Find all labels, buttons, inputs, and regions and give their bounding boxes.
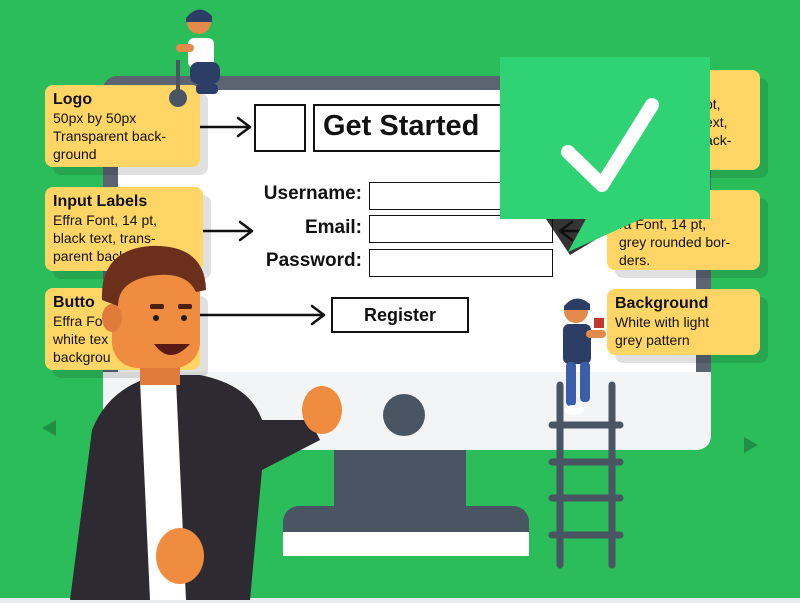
callout-input-labels-title: Input Labels [53,193,148,210]
email-label: Email: [304,217,362,238]
logo-placeholder [254,104,306,152]
callout-background-title: Background [615,295,709,312]
password-input[interactable] [369,249,553,277]
callout-input-fields-body: ra Font, 14 pt, grey rounded bor- ders. [619,216,731,268]
monitor-stand [334,450,466,512]
callout-button-title: Butto [53,294,95,311]
arrow-right-icon [198,304,326,326]
monitor-power-button [383,394,425,436]
decor-triangle-right [744,437,758,453]
check-icon [561,98,659,192]
arrow-right-icon [198,116,252,138]
callout-button-body: Effra Fo white tex backgrou [53,313,111,365]
arrow-right-icon [198,220,254,242]
password-label: Password: [265,250,362,271]
check-bubble [500,57,710,219]
roller-icon [169,89,187,107]
callout-background-body: White with light grey pattern [615,314,710,348]
monitor-base [283,506,529,534]
callout-logo-body: 50px by 50px Transparent back- ground [53,110,167,162]
register-button[interactable]: Register [331,297,469,333]
email-input[interactable] [369,215,553,243]
decor-triangle-left [42,420,56,436]
username-label: Username: [263,183,362,204]
title-box: Get Started [313,104,517,152]
callout-logo-title: Logo [53,91,93,108]
page-title: Get Started [323,110,480,142]
callout-background: Background White with light grey pattern [607,289,760,355]
monitor-base-plate [283,532,529,556]
